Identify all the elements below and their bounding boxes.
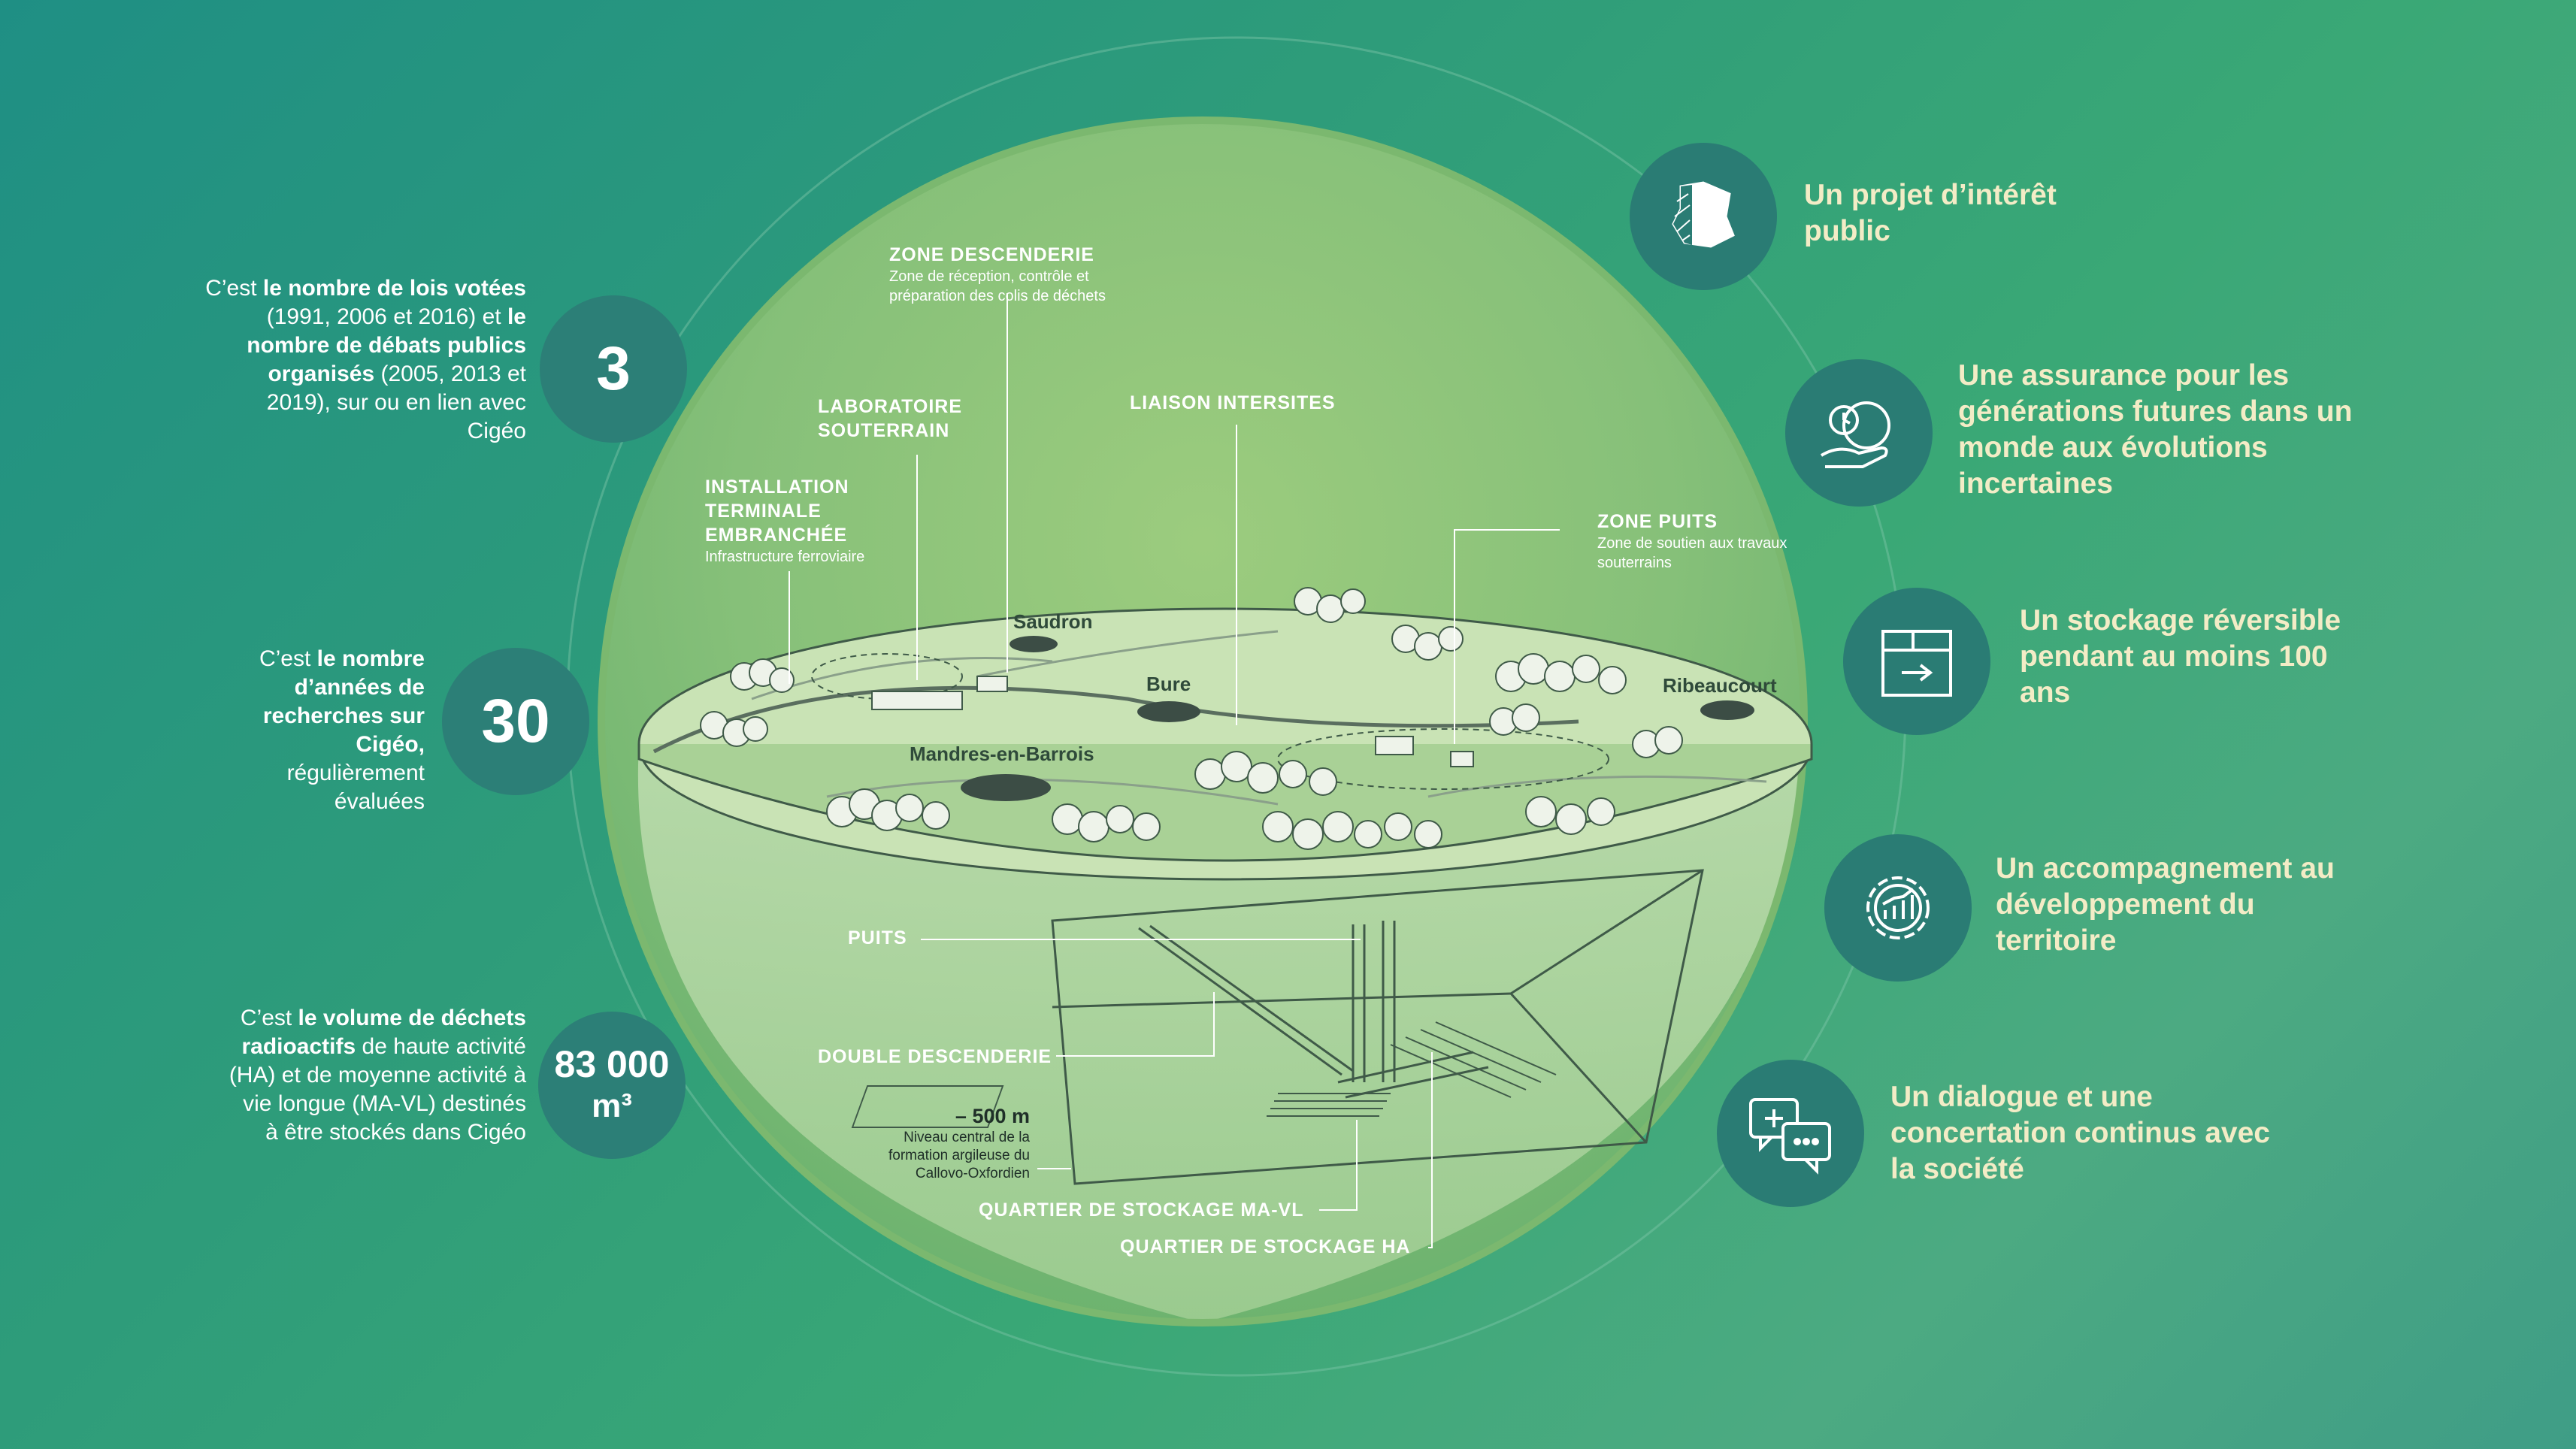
place-bure: Bure: [1146, 673, 1191, 695]
label-quartier-mavl: QUARTIER DE STOCKAGE MA-VL: [979, 1199, 1304, 1221]
label-puits: PUITS: [848, 927, 907, 948]
label-installation: INSTALLATION TERMINALE EMBRANCHÉE Infras…: [705, 476, 865, 565]
feature-dialogue: Un dialogue et une concertation continus…: [1890, 1081, 2270, 1185]
label-laboratoire: LABORATOIRE SOUTERRAIN: [818, 396, 963, 441]
stat-laws-badge: 3: [540, 295, 687, 443]
stat-volume-text: C’est le volume de déchets radioactifs d…: [229, 1006, 526, 1145]
feature-future-generations: Une assurance pour les générations futur…: [1958, 359, 2353, 500]
stat-years-text: C’est le nombre d’années de recherches s…: [259, 646, 425, 814]
gear-chart-icon: [1824, 834, 1972, 982]
box-arrow-icon: [1843, 588, 1990, 735]
stat-volume-badge: 83 000 m³: [538, 1012, 686, 1159]
label-quartier-ha: QUARTIER DE STOCKAGE HA: [1120, 1236, 1411, 1257]
place-saudron: Saudron: [1013, 610, 1093, 633]
label-zone-puits: ZONE PUITS Zone de soutien aux travaux s…: [1597, 511, 1787, 571]
label-zone-descenderie: ZONE DESCENDERIE Zone de réception, cont…: [889, 244, 1106, 304]
label-liaison: LIAISON INTERSITES: [1130, 392, 1336, 413]
stat-years-badge: 30: [442, 648, 589, 795]
stat-laws-text: C’est le nombre de lois votées (1991, 20…: [205, 276, 526, 443]
globe-clock-hand-icon: [1785, 359, 1933, 507]
feature-public-interest: Un projet d’intérêt public: [1804, 179, 2057, 247]
place-ribeaucourt: Ribeaucourt: [1663, 674, 1777, 697]
chat-bubbles-icon: [1717, 1060, 1864, 1207]
place-mandres: Mandres-en-Barrois: [910, 743, 1094, 765]
label-depth: – 500 m Niveau central de la formation a…: [888, 1105, 1030, 1181]
label-double-descenderie: DOUBLE DESCENDERIE: [818, 1046, 1052, 1067]
feature-territory-development: Un accompagnement au développement du te…: [1996, 852, 2335, 957]
france-map-icon: [1630, 143, 1777, 290]
feature-reversible-storage: Un stockage réversible pendant au moins …: [2020, 604, 2341, 709]
